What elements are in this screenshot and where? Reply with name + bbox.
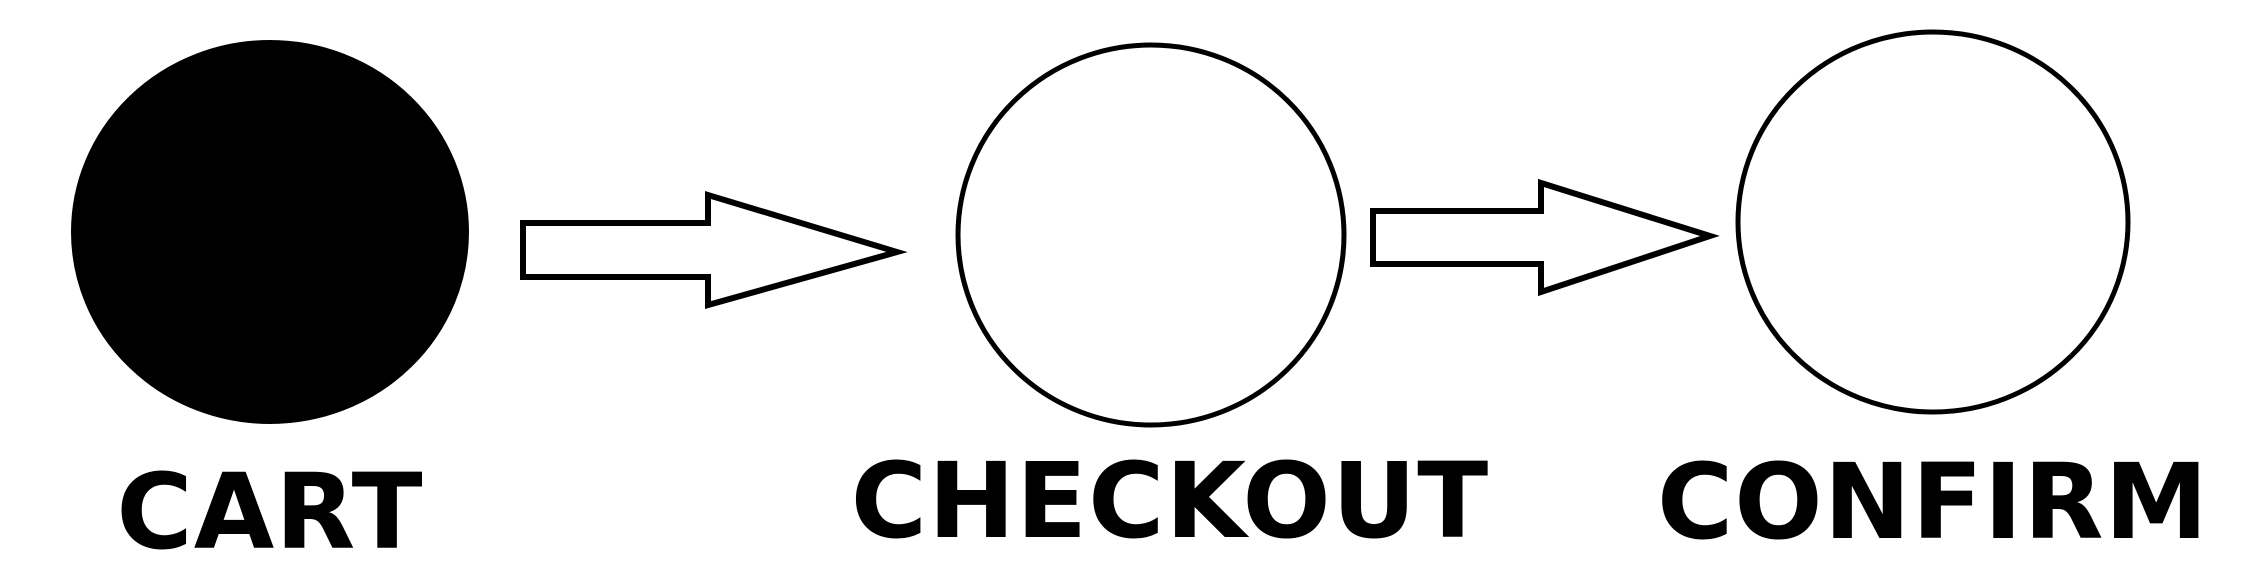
step-checkout-label: CHECKOUT [851, 440, 1489, 562]
step-checkout-circle [955, 42, 1347, 428]
step-confirm-circle [1735, 29, 2131, 415]
step-cart-circle [71, 40, 469, 424]
arrow-right-icon [1370, 178, 1720, 297]
arrow-right-icon [520, 190, 908, 309]
step-cart-label: CART [116, 451, 423, 573]
step-confirm-label: CONFIRM [1657, 441, 2209, 563]
